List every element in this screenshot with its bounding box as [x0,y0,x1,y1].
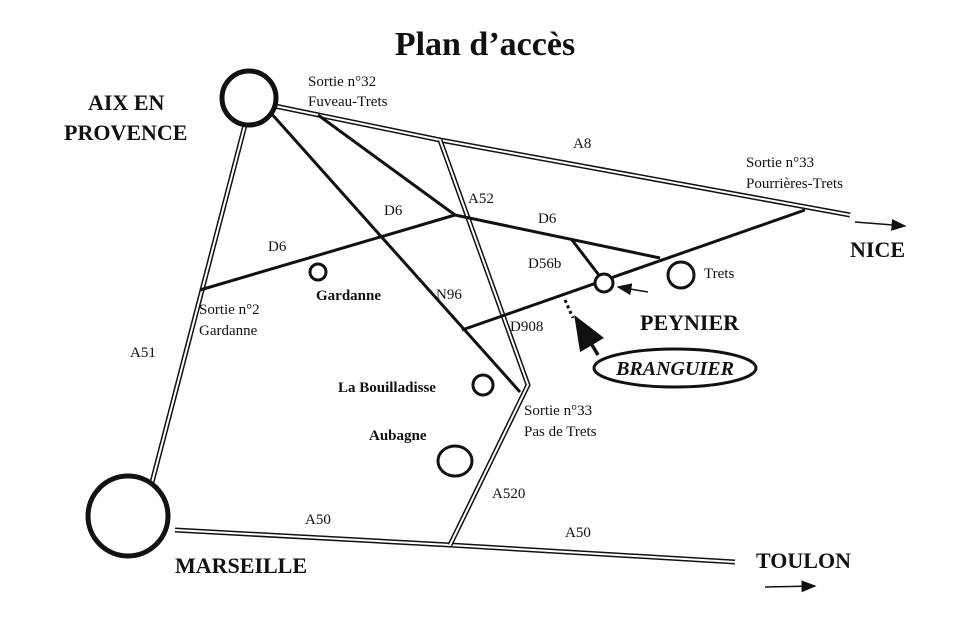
exit-2-line1: Sortie n°2 [199,302,260,318]
nice-label: NICE [850,237,905,262]
road-label-a52: A52 [468,191,494,207]
trets-label: Trets [704,266,734,282]
aix-circle [219,68,279,128]
road-d6-west [199,213,456,292]
motorway-a51 [147,124,248,491]
aix-label-line1: AIX EN [88,90,165,115]
peynier-label: PEYNIER [640,310,740,335]
road-label-d6-mid: D6 [384,203,403,219]
aix-label-line2: PROVENCE [64,120,187,145]
road-d6-east [454,213,661,260]
exit-32-line2: Fuveau-Trets [308,94,388,110]
peynier-arrow [616,283,649,296]
branguier-ellipse [592,347,758,389]
branguier-label: BRANGUIER [615,358,734,380]
bouilladisse-circle [471,373,495,397]
aubagne-label: Aubagne [369,428,427,444]
exit-33-pourrieres-line2: Pourrières-Trets [746,176,843,192]
exit-32-line1: Sortie n°32 [308,74,376,90]
road-n96 [268,111,522,393]
motorway-a52-a520 [437,139,531,547]
nice-arrow [854,218,907,231]
bouilladisse-label: La Bouilladisse [338,380,436,396]
road-fuveau-link [317,113,456,217]
road-label-d908: D908 [510,319,543,335]
road-label-d56b: D56b [528,256,561,272]
exit-33-pas-line2: Pas de Trets [524,424,597,440]
road-label-a520: A520 [492,486,525,502]
branguier-arrow [574,314,605,356]
road-label-d6-right: D6 [538,211,557,227]
page-title: Plan d’accès [395,26,575,63]
gardanne-circle [308,262,328,282]
exit-33-pas-line1: Sortie n°33 [524,403,592,419]
road-label-a8: A8 [573,136,591,152]
marseille-label: MARSEILLE [175,553,307,578]
road-label-d6-left: D6 [268,239,287,255]
trets-circle [666,260,696,290]
road-label-a51: A51 [130,345,156,361]
road-label-a50-right: A50 [565,525,591,541]
road-label-a50-left: A50 [305,512,331,528]
gardanne-label: Gardanne [316,288,381,304]
exit-33-pourrieres-line1: Sortie n°33 [746,155,814,171]
road-label-n96: N96 [436,287,462,303]
road-branguier-spur [563,299,575,319]
peynier-circle [593,272,615,294]
marseille-circle [85,473,171,559]
aubagne-circle [436,444,474,478]
exit-2-line2: Gardanne [199,323,258,339]
toulon-arrow [764,580,817,593]
toulon-label: TOULON [756,548,851,573]
road-d908 [461,208,806,332]
